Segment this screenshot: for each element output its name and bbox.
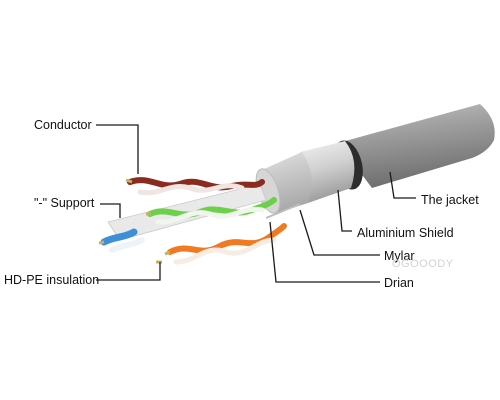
twisted-pair-green [146, 197, 277, 225]
jacket [333, 104, 495, 190]
label-conductor: Conductor [34, 118, 92, 132]
leader-shield [337, 189, 352, 232]
twisted-pair-orange [156, 223, 287, 265]
leader-support [100, 203, 121, 218]
aluminium-shield [300, 141, 355, 203]
twisted-pair-brown [125, 177, 265, 196]
leader-jacket [389, 171, 416, 199]
label-drian: Drian [384, 276, 414, 290]
watermark: OGOOODY [392, 258, 454, 270]
label-jacket: The jacket [421, 193, 479, 207]
leader-drian [269, 221, 380, 283]
label-hdpe-insulation: HD-PE insulation [4, 273, 100, 287]
leader-hdpe [96, 262, 161, 281]
leader-mylar [299, 209, 380, 256]
twisted-pair-blue [98, 228, 145, 253]
label-support: "-" Support [34, 196, 95, 210]
leader-lines [96, 124, 416, 283]
label-mylar: Mylar [384, 249, 415, 263]
leader-conductor [96, 124, 139, 174]
drain-wire [265, 203, 301, 219]
label-aluminium-shield: Aluminium Shield [357, 226, 454, 240]
